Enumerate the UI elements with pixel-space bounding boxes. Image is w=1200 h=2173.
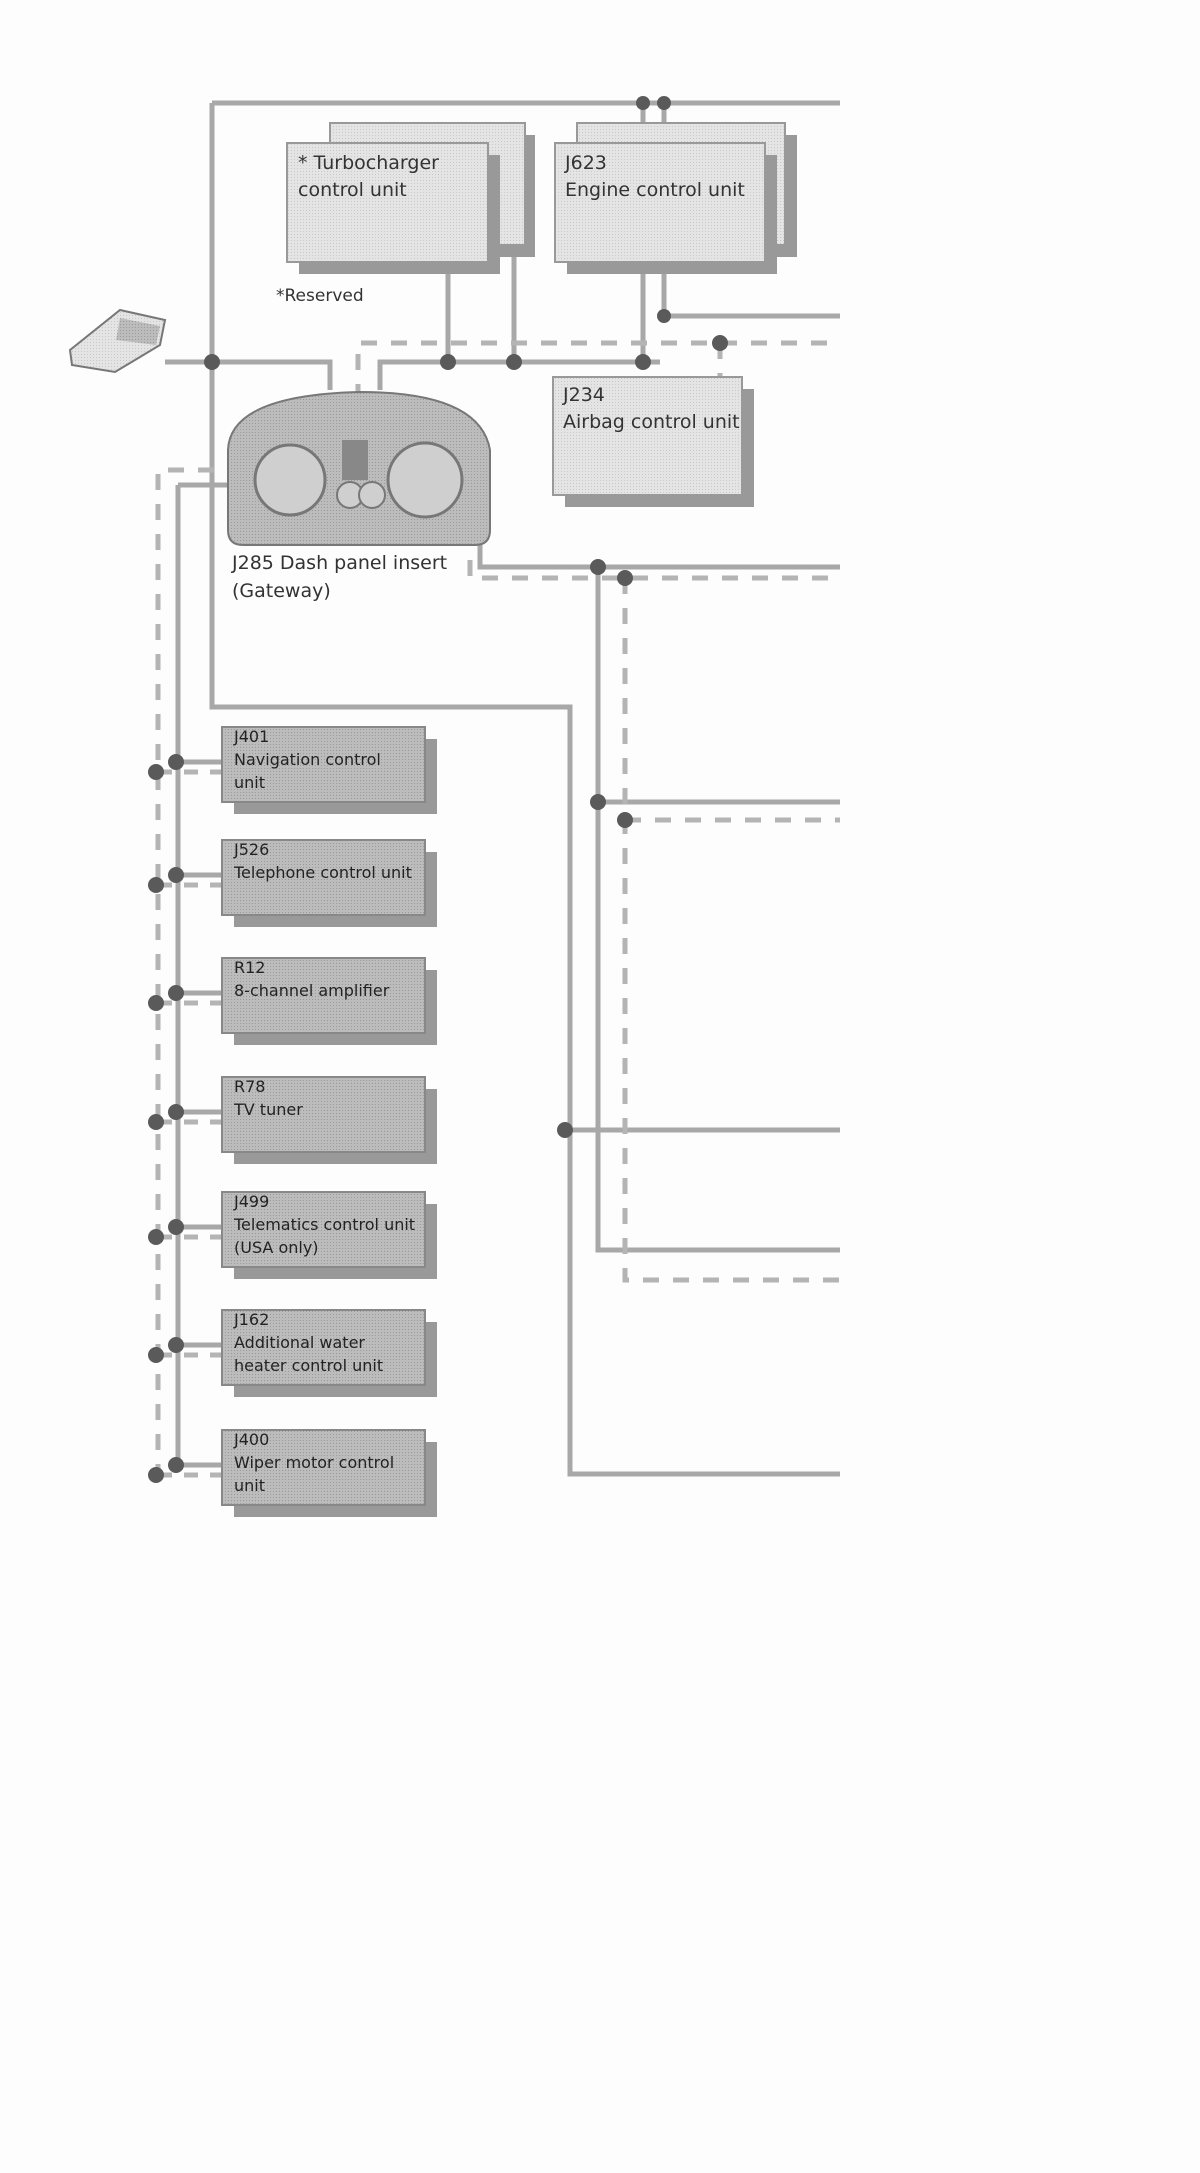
junction-dot bbox=[168, 1104, 184, 1120]
left-unit-code: J162 bbox=[234, 1310, 270, 1329]
left-unit-name: Telematics control unit (USA only) bbox=[234, 1215, 416, 1257]
junction-dot bbox=[148, 1114, 164, 1130]
gateway-sublabel: (Gateway) bbox=[232, 580, 331, 602]
left-unit-code: J499 bbox=[234, 1192, 270, 1211]
junction-dot bbox=[148, 877, 164, 893]
junction-dot bbox=[148, 1347, 164, 1363]
gateway-label: J285 Dash panel insert bbox=[232, 552, 448, 574]
junction-dot bbox=[168, 754, 184, 770]
turbocharger-unit-box bbox=[286, 122, 535, 274]
junction-dot bbox=[168, 1337, 184, 1353]
left-unit-box bbox=[158, 839, 437, 927]
junction-dot bbox=[168, 867, 184, 883]
left-unit-name: Wiper motor control unit bbox=[234, 1453, 395, 1495]
left-unit-box bbox=[158, 1309, 437, 1397]
diagnostic-connector-icon bbox=[68, 308, 167, 374]
junction-dot bbox=[148, 1467, 164, 1483]
engine-code: J623 bbox=[565, 152, 607, 174]
left-unit-box bbox=[158, 1429, 437, 1517]
left-unit-name: TV tuner bbox=[234, 1100, 303, 1119]
left-unit-name: 8-channel amplifier bbox=[234, 981, 390, 1000]
left-unit-code: J401 bbox=[234, 727, 270, 746]
airbag-code: J234 bbox=[563, 384, 605, 406]
left-unit-code: J526 bbox=[234, 840, 270, 859]
left-unit-boxes bbox=[158, 726, 437, 1517]
junction-dot bbox=[148, 995, 164, 1011]
solid-bus bbox=[165, 100, 840, 1477]
turbocharger-label: * Turbocharger control unit bbox=[298, 152, 439, 201]
left-unit-name: Telephone control unit bbox=[234, 863, 412, 882]
junction-dot bbox=[168, 1219, 184, 1235]
engine-name: Engine control unit bbox=[565, 179, 745, 201]
left-unit-box bbox=[158, 957, 437, 1045]
junction-dot bbox=[168, 985, 184, 1001]
left-unit-box bbox=[158, 1076, 437, 1164]
junction-dot bbox=[148, 764, 164, 780]
junction-dots bbox=[148, 96, 728, 1483]
airbag-unit-box bbox=[552, 376, 754, 507]
reserved-note: *Reserved bbox=[276, 286, 364, 306]
left-unit-code: R78 bbox=[234, 1077, 266, 1096]
dash-panel-icon bbox=[227, 390, 491, 546]
junction-dot bbox=[168, 1457, 184, 1473]
engine-unit-box bbox=[554, 122, 797, 274]
left-unit-code: J400 bbox=[234, 1430, 270, 1449]
left-unit-name: Additional water heater control unit bbox=[234, 1333, 384, 1375]
left-unit-name: Navigation control unit bbox=[234, 750, 381, 792]
left-unit-code: R12 bbox=[234, 958, 266, 977]
junction-dot bbox=[148, 1229, 164, 1245]
left-unit-box bbox=[158, 726, 437, 814]
left-unit-box bbox=[158, 1191, 437, 1279]
airbag-name: Airbag control unit bbox=[563, 411, 740, 433]
